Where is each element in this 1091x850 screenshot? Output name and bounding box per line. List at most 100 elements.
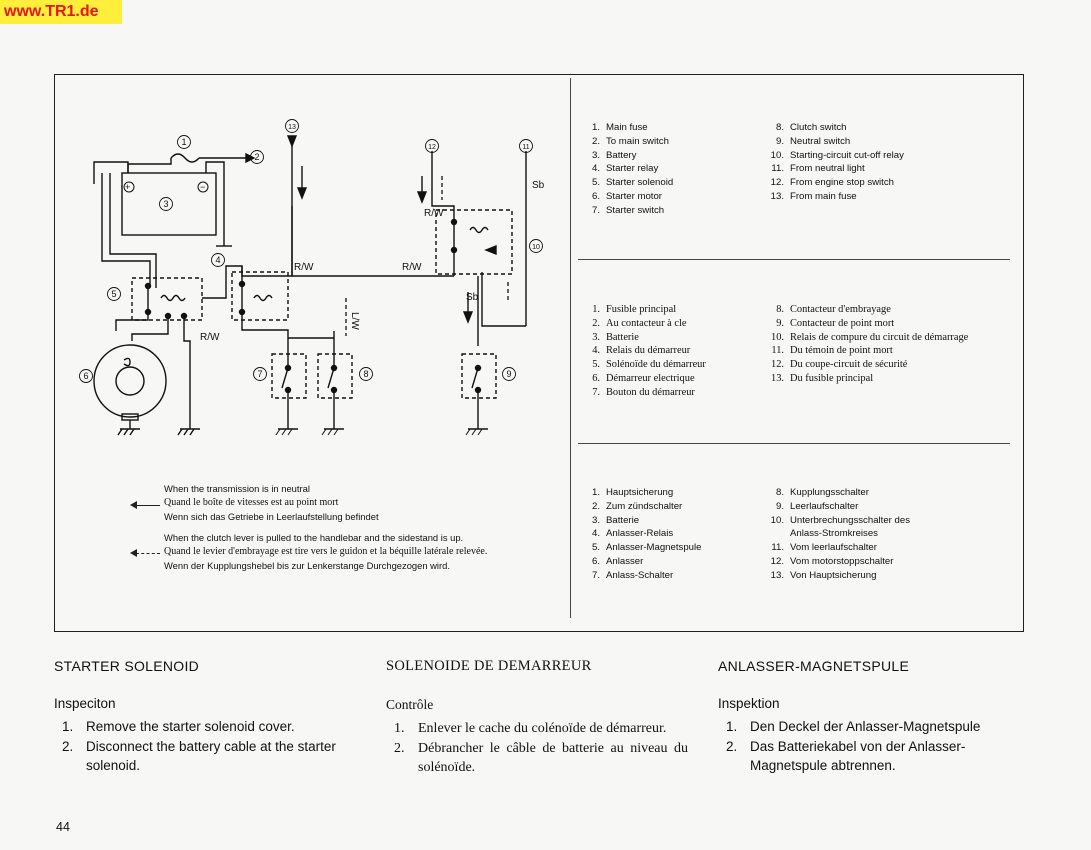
callout-3: 3 bbox=[163, 199, 168, 209]
solid-arrow-line bbox=[136, 505, 160, 506]
clutch-switch bbox=[317, 353, 353, 399]
legend-item: 4. Starter relay bbox=[582, 162, 673, 176]
section-subtitle: Contrôle bbox=[386, 697, 434, 712]
note-line: Quand le levier d'embrayage est tire ver… bbox=[164, 546, 488, 557]
legend-text: Relais de compure du circuit de démarrag… bbox=[790, 331, 969, 343]
legend-text: Leerlaufschalter bbox=[790, 500, 859, 512]
legend-item: 13.Du fusible principal bbox=[766, 372, 968, 386]
step-text: Remove the starter solenoid cover. bbox=[86, 719, 295, 734]
legend-number: 11. bbox=[771, 163, 784, 175]
callout-12: 12 bbox=[428, 144, 436, 151]
note-line: Quand le boîte de vitesses est au point … bbox=[164, 497, 339, 508]
legend-text: From neutral light bbox=[790, 163, 865, 175]
legend-item: 3. Battery bbox=[582, 149, 673, 163]
legend-item: 6.Starter motor bbox=[582, 190, 673, 204]
legend-text: Starting-circuit cut-off relay bbox=[790, 149, 904, 161]
legend-number: 6. bbox=[591, 190, 600, 202]
legend-text: Anlasser-Relais bbox=[606, 528, 674, 540]
list-item: 1.Den Deckel der Anlasser-Magnetspule bbox=[718, 717, 1022, 736]
list-item: 2.Disconnect the battery cable at the st… bbox=[54, 737, 354, 775]
step-number: 1. bbox=[394, 721, 405, 736]
callout-10: 10 bbox=[532, 244, 540, 251]
legend-number: 11. bbox=[771, 345, 784, 357]
legend-text: Main fuse bbox=[606, 122, 648, 133]
legend-text: To main switch bbox=[606, 135, 669, 147]
legend-number: 7. bbox=[591, 569, 600, 581]
legend-item: 12.From engine stop switch bbox=[766, 176, 904, 190]
legend-item: 3.Batterie bbox=[582, 331, 706, 345]
legend-text: Du témoin de point mort bbox=[790, 345, 893, 357]
legend-number: 13. bbox=[771, 372, 784, 384]
legend-item: 1. Main fuse bbox=[582, 121, 673, 135]
note-dashed-arrow: When the clutch lever is pulled to the h… bbox=[130, 531, 487, 573]
legend-number: 2. bbox=[591, 500, 600, 512]
rw-main-line bbox=[241, 206, 454, 277]
step-text: Enlever le cache du colénoïde de démarre… bbox=[418, 721, 667, 736]
battery-wire-minus bbox=[205, 161, 225, 242]
step-number: 1. bbox=[726, 719, 738, 734]
legend-text: Starter switch bbox=[606, 204, 665, 216]
legend-item: 9.Neutral switch bbox=[766, 135, 904, 149]
legend-number: 8. bbox=[775, 122, 784, 133]
main-fuse bbox=[170, 153, 200, 163]
wire-label-sb: Sb bbox=[466, 292, 479, 303]
legend-text: Bouton du démarreur bbox=[606, 386, 695, 398]
dashed-arrow-head bbox=[130, 549, 137, 557]
legend-text: Anlass-Stromkreises bbox=[790, 528, 878, 540]
legend-item: 5.Starter solenoid bbox=[582, 176, 673, 190]
wire-label-rw: R/W bbox=[294, 262, 314, 273]
legend-number: 1. bbox=[591, 122, 600, 133]
legend-number: 4. bbox=[591, 528, 600, 540]
legend-item: 12.Vom motorstoppschalter bbox=[766, 555, 910, 569]
starter-switch bbox=[271, 353, 307, 399]
note-line: Wenn der Kupplungshebel bis zur Lenkerst… bbox=[164, 560, 450, 571]
callout-2: 2 bbox=[254, 152, 259, 162]
legend-item: 13.Von Hauptsicherung bbox=[766, 569, 910, 583]
legend-number: 10. bbox=[771, 331, 784, 343]
legend-item: 10. Relais de compure du circuit de démar… bbox=[766, 331, 968, 345]
section-french: SOLENOIDE DE DEMARREUR Contrôle 1.Enleve… bbox=[386, 658, 688, 778]
legend-text: Contacteur de point mort bbox=[790, 317, 895, 329]
legend-text: From main fuse bbox=[790, 190, 857, 202]
legend-item: 8.Contacteur d'embrayage bbox=[766, 303, 968, 317]
legend-text: Neutral switch bbox=[790, 135, 851, 147]
callout-8: 8 bbox=[363, 369, 368, 379]
legend-text: Starter relay bbox=[606, 163, 659, 175]
legend-number: 3. bbox=[591, 149, 600, 161]
legend-number: 9. bbox=[776, 317, 784, 329]
legend-text: Anlass-Schalter bbox=[606, 569, 674, 581]
callout-9: 9 bbox=[506, 369, 511, 379]
figure-divider bbox=[570, 78, 571, 618]
legend-item: 1.Hauptsicherung bbox=[582, 486, 701, 500]
legend-text: Fusible principal bbox=[606, 304, 677, 315]
svg-text:−: − bbox=[200, 182, 205, 192]
legend-item: Anlass-Stromkreises bbox=[766, 527, 910, 541]
list-item: 2.Das Batteriekabel von der Anlasser-Mag… bbox=[718, 737, 1022, 775]
legend-number: 7. bbox=[592, 386, 600, 398]
legend-item: 5.Anlasser-Magnetspule bbox=[582, 541, 701, 555]
legend-item: 9. Contacteur de point mort bbox=[766, 317, 968, 331]
wire-label-rw: R/W bbox=[424, 208, 444, 219]
list-item: 1. Enlever le cache du colénoïde de démar… bbox=[386, 719, 688, 738]
legend-text: Von Hauptsicherung bbox=[790, 569, 877, 581]
legend-text: Battery bbox=[606, 149, 637, 161]
battery-to-solenoid bbox=[101, 173, 151, 288]
legend-number: 12. bbox=[770, 555, 784, 567]
starter-relay bbox=[231, 271, 289, 321]
legend-item: 2. To main switch bbox=[582, 135, 673, 149]
legend-text: Au contacteur à cle bbox=[606, 317, 687, 329]
svg-text:+: + bbox=[125, 182, 130, 192]
legend-item: 5.Solénoïde du démarreur bbox=[582, 358, 706, 372]
legend-separator-1 bbox=[578, 259, 1010, 260]
legend-number: 4. bbox=[591, 163, 600, 175]
step-list: 1. Enlever le cache du colénoïde de démar… bbox=[386, 719, 688, 777]
legend-number: 2. bbox=[591, 135, 600, 147]
legend-item: 7.Starter switch bbox=[582, 204, 673, 218]
legend-item: 12.Du coupe-circuit de sécurité bbox=[766, 358, 968, 372]
legend-item: 6.Démarreur electrique bbox=[582, 372, 706, 386]
battery-wire-plus bbox=[127, 158, 172, 173]
note-solid-arrow: When the transmission is in neutral Quan… bbox=[130, 482, 379, 524]
legend-number: 5. bbox=[591, 542, 600, 554]
legend-item: 11. Du témoin de point mort bbox=[766, 344, 968, 358]
legend-number: 8. bbox=[776, 304, 784, 315]
